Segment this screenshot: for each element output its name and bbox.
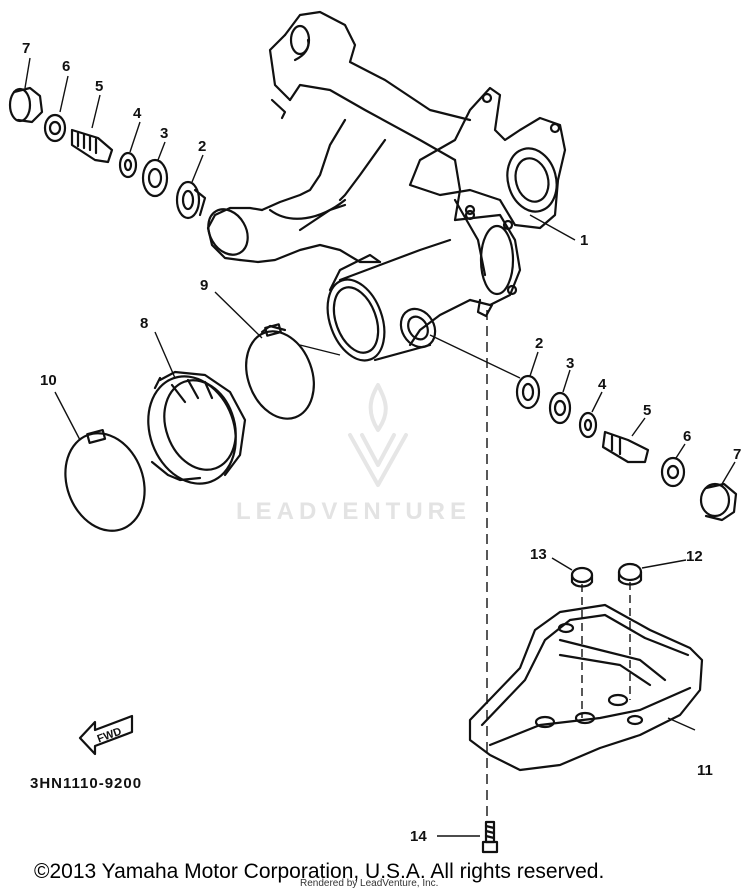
watermark-logo-icon xyxy=(348,383,408,487)
fwd-arrow-icon xyxy=(78,714,134,756)
callout-14: 14 xyxy=(410,828,427,845)
copyright-text: ©2013 Yamaha Motor Corporation, U.S.A. A… xyxy=(34,860,605,883)
callout-11: 11 xyxy=(697,762,713,779)
callout-13: 13 xyxy=(530,546,547,563)
bolt-14 xyxy=(481,820,499,854)
rendered-by-text: Rendered by LeadVenture, Inc. xyxy=(300,878,439,889)
swingarm xyxy=(206,10,567,362)
callout-3-left: 3 xyxy=(160,125,169,142)
band-9 xyxy=(245,323,315,420)
callout-1: 1 xyxy=(580,232,589,249)
part-number: 3HN1110-9200 xyxy=(30,775,143,792)
cover-plate xyxy=(468,603,704,772)
watermark-text: LEADVENTURE xyxy=(236,498,472,525)
callout-3-right: 3 xyxy=(566,355,575,372)
cap-13 xyxy=(570,566,594,588)
cap-12 xyxy=(617,562,643,586)
callout-6-left: 6 xyxy=(62,58,71,75)
callout-6-right: 6 xyxy=(683,428,692,445)
callout-2-left: 2 xyxy=(198,138,207,155)
rubber-boot xyxy=(147,370,247,485)
left-bearing-stack xyxy=(8,86,207,220)
callout-7-left: 7 xyxy=(22,40,31,57)
callout-4-left: 4 xyxy=(133,105,142,122)
band-10 xyxy=(64,428,146,532)
callout-12: 12 xyxy=(686,548,703,565)
callout-2-right: 2 xyxy=(535,335,544,352)
callout-10: 10 xyxy=(40,372,57,389)
callout-9: 9 xyxy=(200,277,209,294)
callout-5-right: 5 xyxy=(643,402,652,419)
callout-8: 8 xyxy=(140,315,149,332)
callout-5-left: 5 xyxy=(95,78,104,95)
right-bearing-stack xyxy=(515,374,738,522)
callout-4-right: 4 xyxy=(598,376,607,393)
callout-7-right: 7 xyxy=(733,446,742,463)
